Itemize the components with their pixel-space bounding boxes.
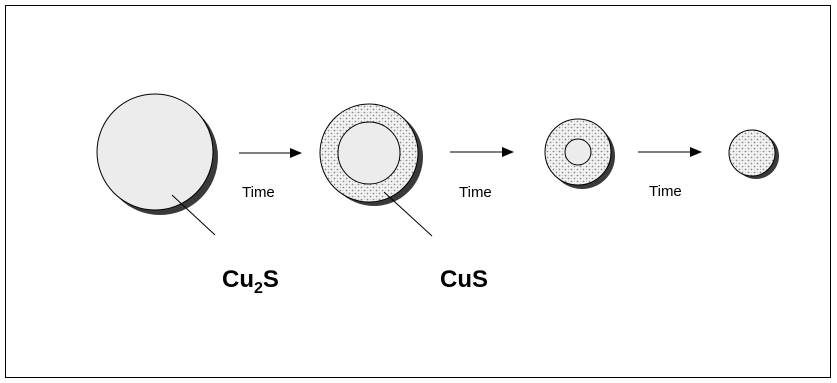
leader-line-cu2s [171,194,216,236]
time-label-2: Time [459,184,492,201]
time-label-3: Time [649,183,682,200]
label-cu2s-suffix: S [263,266,279,293]
leader-line-cus [383,191,433,237]
particle-3-core [564,138,592,166]
label-cu2s-subscript: 2 [254,280,263,297]
label-cu2s: Cu2S [222,266,279,297]
particle-cus [728,129,779,179]
label-cu2s-base: Cu [222,266,254,293]
particle-1-core [96,93,214,211]
time-label-1: Time [242,184,275,201]
particle-2-core [337,121,401,185]
particle-4-shell [728,129,776,177]
particle-cu2s [96,93,218,215]
particle-core-shell-large [319,103,423,206]
particle-core-shell-small [544,118,615,189]
label-cus: CuS [440,266,488,293]
